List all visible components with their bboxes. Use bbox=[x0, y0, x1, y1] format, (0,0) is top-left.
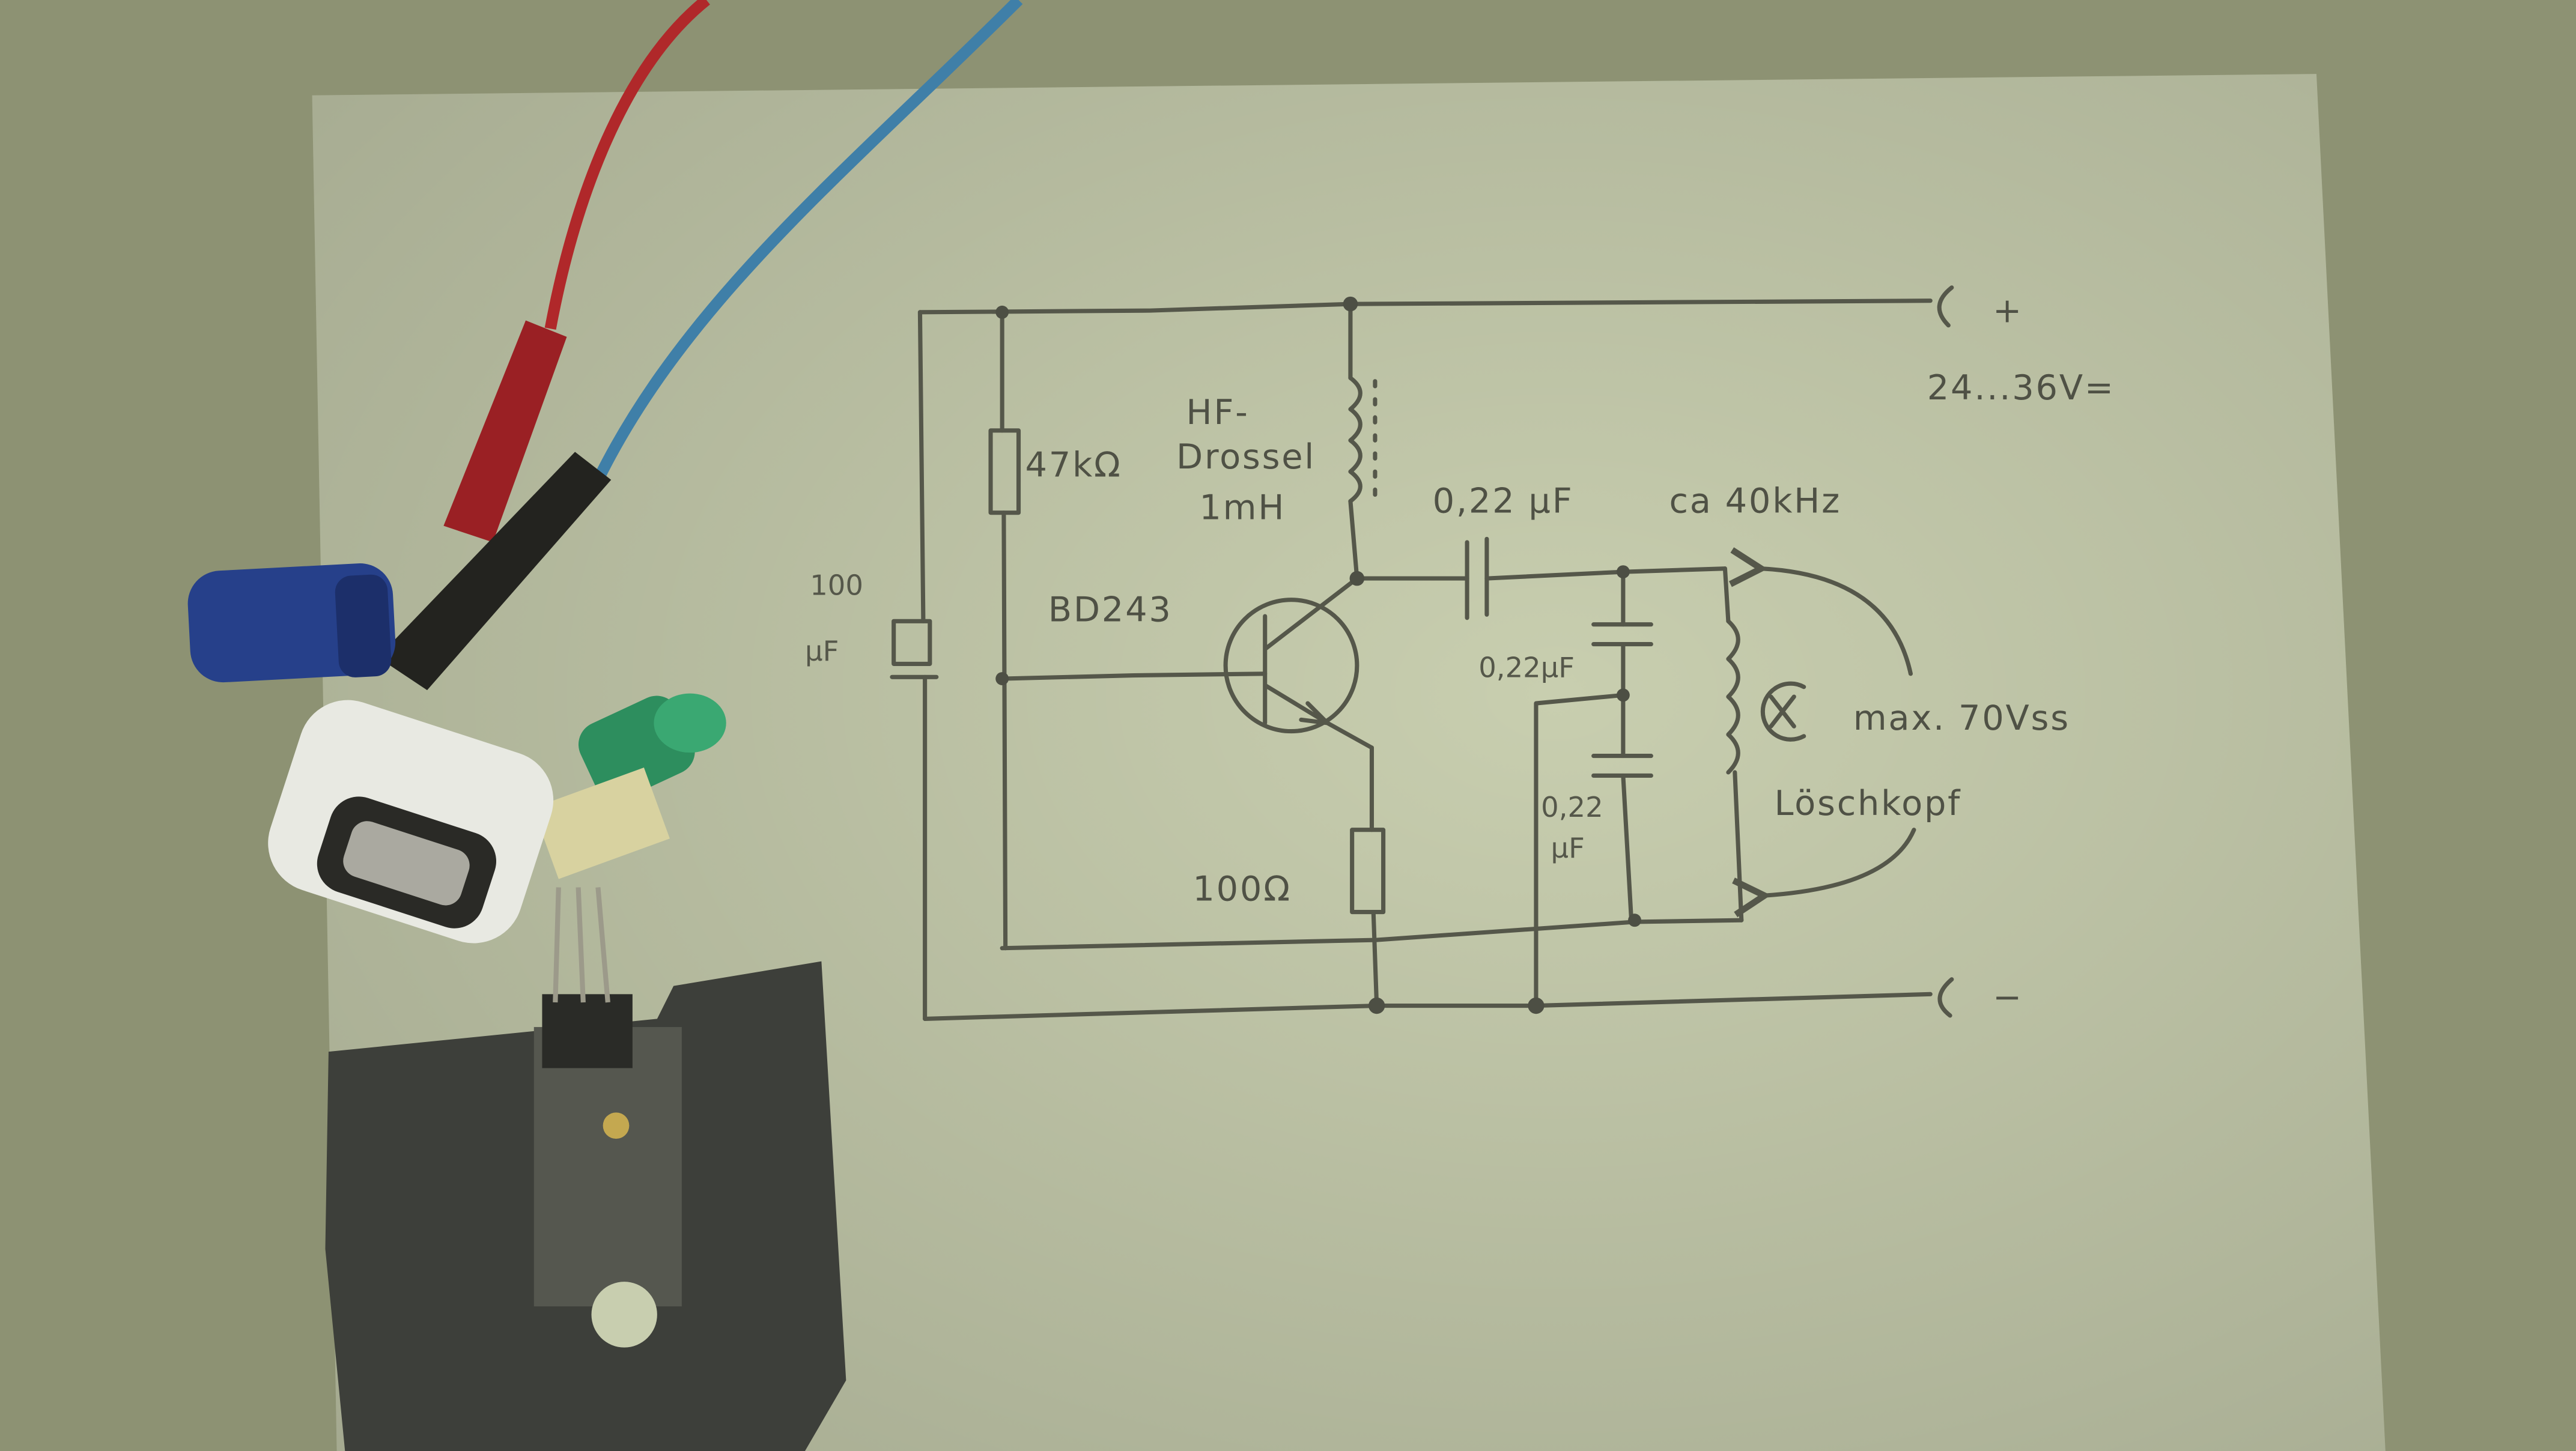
black-alligator-clip bbox=[377, 452, 612, 691]
plus-symbol: + bbox=[1993, 290, 2023, 330]
erase-head-label: Löschkopf bbox=[1774, 783, 1961, 823]
emitter-lead bbox=[1369, 745, 1379, 1008]
transistor-symbol bbox=[1223, 576, 1375, 750]
tank-capacitor-lower bbox=[1591, 754, 1653, 778]
positive-terminal bbox=[1937, 285, 1954, 328]
blue-wire bbox=[594, 0, 1023, 479]
tank-cap-lower-value-label: 0,22 bbox=[1541, 791, 1603, 823]
junction-dot bbox=[1528, 997, 1545, 1014]
choke-label-1: HF- bbox=[1186, 392, 1249, 432]
electrolytic-capacitor bbox=[187, 563, 396, 683]
supply-cap-value-label: 100 bbox=[810, 569, 863, 601]
supply-capacitor bbox=[892, 619, 932, 666]
erase-head bbox=[268, 700, 554, 944]
choke-lead bbox=[1348, 301, 1359, 581]
arrow-to-bottom bbox=[1732, 828, 1916, 918]
choke-inductor bbox=[1348, 375, 1362, 504]
tank-cap-lower-unit-label: µF bbox=[1551, 832, 1585, 864]
inner-ground-rail bbox=[1000, 918, 1744, 951]
junction-dot bbox=[1368, 997, 1385, 1014]
resistor-100 bbox=[1350, 828, 1386, 915]
red-alligator-clip bbox=[443, 320, 567, 542]
tank-tap-lead bbox=[1534, 692, 1626, 1008]
tank-capacitor-upper bbox=[1591, 622, 1653, 647]
supply-voltage-label: 24...36V= bbox=[1927, 368, 2115, 408]
junction-dot bbox=[1616, 688, 1630, 702]
red-wire bbox=[544, 0, 710, 330]
frequency-label: ca 40kHz bbox=[1669, 481, 1841, 521]
junction-dot bbox=[1628, 913, 1641, 927]
supply-cap-unit-label: µF bbox=[805, 635, 839, 667]
resistor-47k-label: 47kΩ bbox=[1025, 444, 1122, 485]
resistor-100-label: 100Ω bbox=[1192, 868, 1291, 909]
supply-cap-lead bbox=[917, 310, 928, 1021]
junction-dot bbox=[1349, 571, 1365, 586]
junction-dot bbox=[995, 672, 1009, 685]
circuit-drawing bbox=[890, 285, 1954, 1021]
paper-shade bbox=[312, 74, 2386, 1451]
junction-dot bbox=[1616, 565, 1630, 579]
minus-symbol: − bbox=[1993, 977, 2023, 1017]
junction-dot bbox=[995, 305, 1009, 319]
coupling-cap-label: 0,22 µF bbox=[1433, 481, 1574, 521]
base-lead bbox=[1000, 671, 1268, 681]
coupling-capacitor bbox=[1465, 536, 1489, 620]
schematic-labels: + − 24...36V= HF- Drossel 1mH 47kΩ 0,22 … bbox=[805, 290, 2115, 1017]
tank-cap-upper-label: 0,22µF bbox=[1478, 651, 1575, 683]
physical-prototype bbox=[187, 0, 1023, 1451]
erase-head-coil bbox=[1726, 619, 1740, 775]
max-voltage-label: max. 70Vss bbox=[1853, 698, 2070, 738]
choke-label-2: Drossel bbox=[1176, 437, 1316, 477]
arrow-to-top bbox=[1729, 547, 1913, 676]
heatsink-with-transistor bbox=[325, 887, 846, 1451]
resistor-47k bbox=[988, 428, 1021, 515]
bias-lead bbox=[1000, 310, 1008, 951]
film-capacitor bbox=[532, 767, 670, 879]
transistor-label: BD243 bbox=[1048, 589, 1173, 629]
negative-terminal bbox=[1937, 977, 1954, 1018]
choke-value-label: 1mH bbox=[1199, 488, 1286, 528]
erase-head-symbol bbox=[1760, 681, 1806, 742]
junction-dot bbox=[1343, 296, 1358, 312]
green-capacitor bbox=[578, 693, 726, 801]
